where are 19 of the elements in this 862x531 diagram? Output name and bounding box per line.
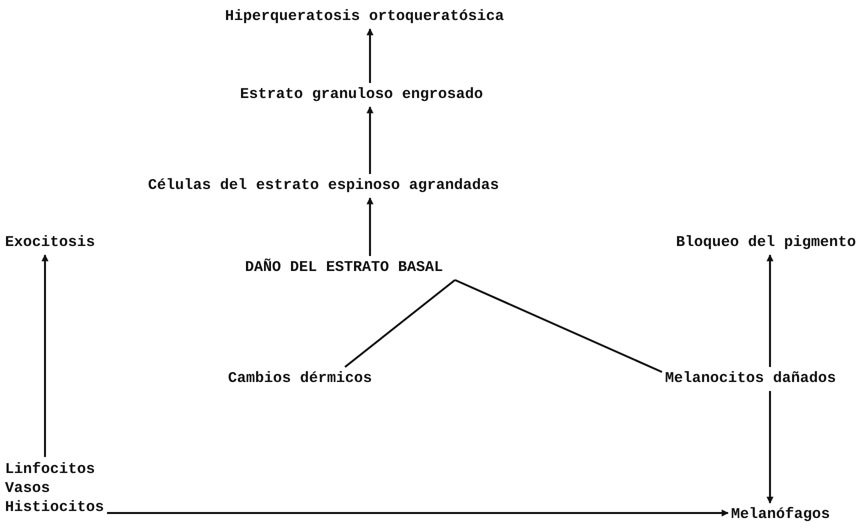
arrow xyxy=(766,254,774,367)
connector-line xyxy=(344,279,456,368)
node-label: Células del estrato espinoso agrandadas xyxy=(148,177,500,195)
arrow xyxy=(107,510,729,516)
arrow xyxy=(366,106,374,174)
node-label: Melanocitos dañados xyxy=(665,370,836,388)
node-label: Bloqueo del pigmento xyxy=(676,234,856,252)
connector-line xyxy=(454,279,662,373)
node-label: Melanófagos xyxy=(731,506,830,524)
arrow xyxy=(366,197,374,256)
arrow xyxy=(366,28,374,83)
node-label: Estrato granuloso engrosado xyxy=(240,86,484,104)
node-label: DAÑO DEL ESTRATO BASAL xyxy=(245,259,444,277)
arrow xyxy=(766,391,774,504)
node-label: Exocitosis xyxy=(5,234,96,252)
node-label: Cambios dérmicos xyxy=(228,370,372,388)
arrow xyxy=(42,254,48,457)
node-label: Linfocitos Vasos Histiocitos xyxy=(5,460,104,517)
node-label: Hiperqueratosis ortoqueratósica xyxy=(225,8,504,26)
